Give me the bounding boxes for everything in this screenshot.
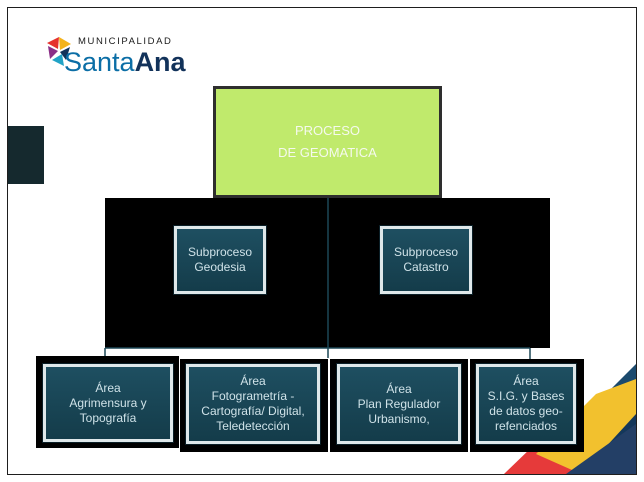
area-2-line-1: Área <box>240 374 266 388</box>
logo-name-santa: Santa <box>64 47 135 77</box>
subprocess-geodesia-line-2: Geodesia <box>194 260 246 274</box>
subprocess-node-catastro: Subproceso Catastro <box>380 226 472 294</box>
area-4-line-2: S.I.G. y Bases <box>487 389 565 403</box>
subprocess-catastro-line-2: Catastro <box>403 260 449 274</box>
logo-name-ana: Ana <box>134 47 186 77</box>
logo-top-text: MUNICIPALIDAD <box>78 36 173 47</box>
area-3-line-1: Área <box>386 381 412 396</box>
area-node-fotogrametria: Área Fotogrametría - Cartografía/ Digita… <box>186 364 320 444</box>
subprocess-node-geodesia: Subproceso Geodesia <box>174 226 266 294</box>
area-4-line-1: Área <box>513 374 539 388</box>
root-line-1: PROCESO <box>294 123 360 138</box>
slide: MUNICIPALIDAD SantaAna PROCESO DE GEOMAT… <box>7 7 637 475</box>
area-1-line-1: Área <box>95 380 121 395</box>
area-4-line-4: refenciados <box>494 419 558 433</box>
area-node-sig: Área S.I.G. y Bases de datos geo- refenc… <box>476 364 576 444</box>
subprocess-geodesia-line-1: Subproceso <box>187 245 253 259</box>
area-2-line-2: Fotogrametría - <box>211 389 295 403</box>
area-2-line-3: Cartografía/ Digital, <box>201 404 305 418</box>
area-3-line-3: Urbanismo, <box>368 411 430 426</box>
connector-lines <box>104 198 531 360</box>
root-line-2: DE GEOMATICA <box>278 145 377 160</box>
area-1-line-3: Topografía <box>79 410 137 425</box>
area-1-line-2: Agrimensura y <box>69 395 147 410</box>
logo-name: SantaAna <box>64 47 186 78</box>
subprocess-catastro-line-1: Subproceso <box>393 245 459 259</box>
area-4-line-3: de datos geo- <box>489 404 563 418</box>
dark-side-tab <box>8 126 44 184</box>
municipal-logo: MUNICIPALIDAD SantaAna <box>44 36 244 96</box>
area-node-agrimensura: Área Agrimensura y Topografía <box>43 364 173 442</box>
area-3-line-2: Plan Regulador <box>357 396 441 411</box>
area-node-plan-regulador: Área Plan Regulador Urbanismo, <box>337 364 461 444</box>
logo-emblem-icon <box>47 37 71 66</box>
area-2-line-4: Teledetección <box>216 419 290 433</box>
process-root-node: PROCESO DE GEOMATICA <box>213 86 442 198</box>
